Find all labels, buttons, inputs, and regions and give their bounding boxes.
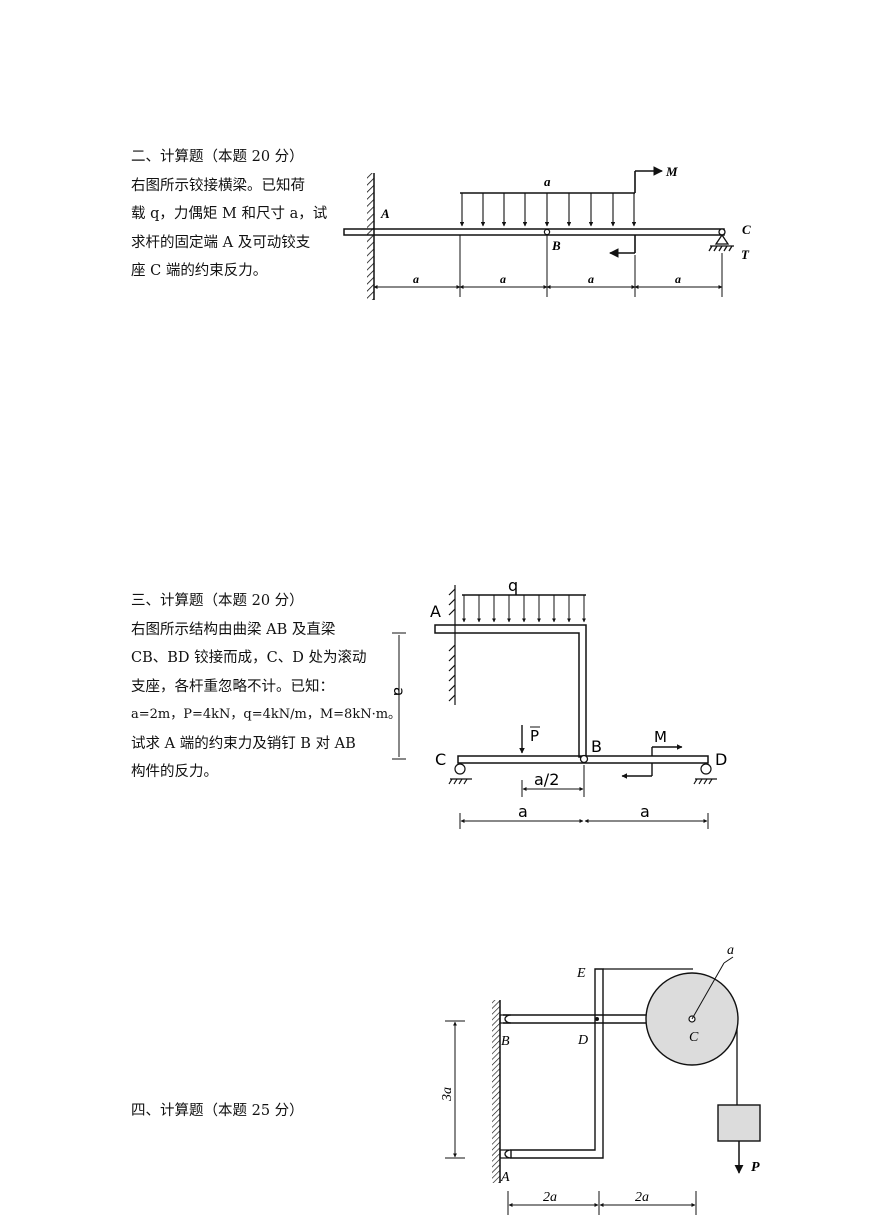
q3-line-3: 支座，各杆重忽略不计。已知： — [131, 678, 334, 695]
q2-wall — [367, 173, 374, 300]
q4-label-height: 3a — [440, 1087, 455, 1102]
q3-text: 三、计算题（本题 20 分） 右图所示结构由曲梁 AB 及直梁 CB、BD 铰接… — [131, 587, 401, 787]
q3-figure: q A B C D P M a a/2 — [390, 576, 727, 829]
q2-line-4: 座 C 端的约束反力。 — [131, 263, 268, 279]
q3-hinge-b — [579, 754, 589, 764]
q3-support-c — [448, 763, 472, 785]
q3-beam-ab — [434, 624, 587, 758]
q2-moment — [609, 166, 663, 258]
q4-label-radius: a — [727, 943, 734, 958]
q3-half-dim — [521, 765, 585, 797]
q2-dim-1: a — [413, 272, 419, 286]
q4-label-a: A — [500, 1170, 510, 1185]
q2-load-arrows — [459, 193, 637, 227]
q3-bottom-dim — [459, 813, 709, 829]
q2-label-c: C — [742, 222, 751, 237]
q3-line-2: CB、BD 铰接而成，C、D 处为滚动 — [131, 650, 367, 666]
q4-dim-1: 2a — [543, 1190, 557, 1205]
q4-height-dim — [445, 1020, 465, 1159]
q4-bottom-dim — [507, 1191, 697, 1215]
q2-support-c — [708, 228, 734, 252]
q2-dim-2: a — [500, 272, 506, 286]
q4-figure: E B D C A a P 3a 2a 2a — [440, 943, 761, 1215]
q3-moment — [621, 744, 683, 779]
q2-label-t: T — [741, 247, 750, 262]
q2-moment-label: M — [665, 164, 678, 179]
q2-text: 二、计算题（本题 20 分） 右图所示铰接横梁。已知荷 载 q，力偶矩 M 和尺… — [131, 143, 327, 286]
q3-dim-1: a — [518, 802, 528, 821]
q2-heading: 二、计算题（本题 20 分） — [131, 149, 304, 165]
q3-label-p: P — [530, 727, 539, 745]
q2-hinge-b — [543, 228, 551, 236]
q4-heading: 四、计算题（本题 25 分） — [131, 1103, 304, 1119]
q3-label-height: a — [390, 687, 408, 696]
q4-label-d: D — [577, 1033, 588, 1048]
q2-line-3: 求杆的固定端 A 及可动铰支 — [131, 234, 311, 251]
q3-wall — [448, 585, 456, 705]
q3-line-1: 右图所示结构由曲梁 AB 及直梁 — [131, 621, 336, 638]
q3-line-5: 试求 A 端的约束力及销钉 B 对 AB — [131, 735, 356, 752]
q3-label-c: C — [435, 750, 446, 769]
q4-pin-d — [595, 1017, 599, 1021]
q3-label-m: M — [654, 728, 667, 746]
q4-wall — [492, 1000, 500, 1183]
q2-dim-4: a — [675, 272, 681, 286]
q4-dim-2: 2a — [635, 1190, 649, 1205]
q3-label-d: D — [715, 750, 727, 769]
q2-dim-3: a — [588, 272, 594, 286]
q3-dim-2: a — [640, 802, 650, 821]
q4-bar-ae — [510, 968, 604, 1159]
q3-height-dim — [392, 632, 406, 760]
q3-support-d — [693, 763, 717, 785]
q2-line-1: 右图所示铰接横梁。已知荷 — [131, 177, 305, 194]
q2-figure: a M A B C T a a a a — [343, 164, 751, 300]
q3-line-4: a=2m，P=4kN，q=4kN/m，M=8kN·m。 — [131, 707, 402, 722]
q4-label-c: C — [689, 1030, 699, 1045]
q4-label-p: P — [751, 1160, 760, 1175]
q4-label-b: B — [501, 1034, 510, 1049]
q3-load-arrows — [462, 595, 586, 623]
q3-heading: 三、计算题（本题 20 分） — [131, 593, 304, 609]
q2-load-label: a — [544, 174, 551, 189]
q3-label-a: A — [430, 602, 441, 621]
q2-label-a: A — [380, 206, 390, 221]
q4-weight — [717, 1104, 761, 1142]
q3-label-b: B — [591, 737, 602, 756]
q4-label-e: E — [576, 966, 586, 981]
q2-line-2: 载 q，力偶矩 M 和尺寸 a，试 — [131, 206, 328, 222]
q2-beam — [343, 228, 725, 236]
q2-label-b: B — [551, 238, 561, 253]
q3-line-6: 构件的反力。 — [131, 764, 218, 780]
q3-label-q: q — [508, 576, 518, 595]
q4-text: 四、计算题（本题 25 分） — [131, 1097, 304, 1126]
q3-label-half: a/2 — [534, 770, 559, 789]
